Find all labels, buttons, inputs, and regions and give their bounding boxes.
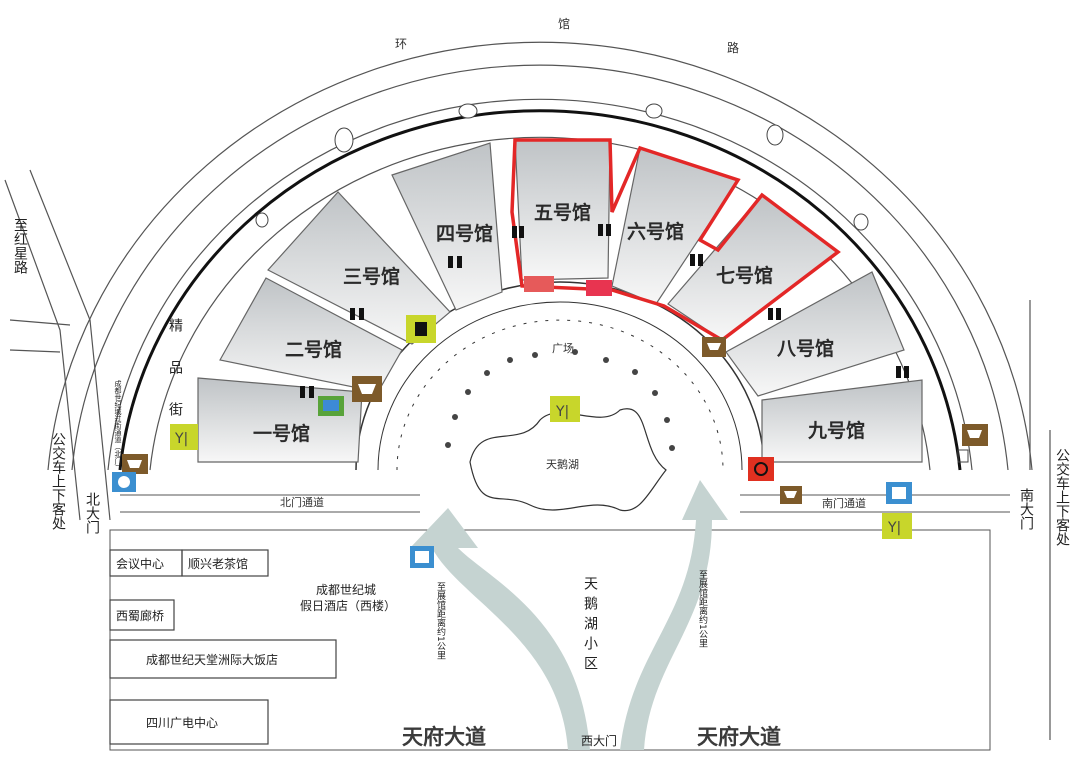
arrow-left-text: 至展馆距离约1公里 — [435, 582, 446, 660]
restroom-icon[interactable] — [448, 256, 462, 268]
restroom-icons — [300, 224, 909, 398]
svg-text:Y|: Y| — [555, 404, 569, 420]
restroom-icon[interactable] — [598, 224, 611, 236]
hall-2-label: 二号馆 — [285, 338, 342, 361]
square-label: 广场 — [552, 341, 574, 355]
hall-7-label: 七号馆 — [716, 264, 773, 287]
restroom-icon[interactable] — [768, 308, 781, 320]
highlight-entrance-1 — [524, 276, 554, 292]
restroom-icon[interactable] — [690, 254, 703, 266]
west-gate-label: 西大门 — [581, 733, 617, 748]
restaurant-icon[interactable]: Y| — [170, 424, 198, 450]
svg-text:Y|: Y| — [174, 431, 188, 447]
hall-9-shape[interactable] — [761, 379, 923, 463]
ring-features — [255, 103, 869, 231]
halls — [197, 139, 923, 463]
hall-6-label: 六号馆 — [627, 220, 684, 243]
teahouse-label: 顺兴老茶馆 — [188, 556, 248, 571]
bus-stop-right-label: 公交车上下客处 — [1054, 448, 1070, 546]
restroom-icon[interactable] — [350, 308, 364, 320]
ring-road-char-3: 路 — [727, 40, 739, 55]
hall-5-label: 五号馆 — [534, 201, 591, 224]
hall-9-label: 九号馆 — [807, 419, 865, 442]
arrow-left — [410, 508, 590, 750]
shopping-cart-icon[interactable] — [702, 337, 726, 357]
holiday-inn-label-1: 成都世纪城 — [316, 583, 376, 597]
customer-service-icon[interactable] — [748, 457, 774, 481]
hall-8-label: 八号馆 — [777, 337, 834, 360]
service-desk-icon[interactable] — [406, 315, 436, 343]
highlight-entrance-2 — [586, 280, 612, 296]
info-icon[interactable] — [112, 472, 136, 492]
ring-road-char-2: 环 — [395, 37, 407, 51]
underpass-note: 成都世纪城过街通道（北门） — [114, 379, 122, 471]
hall-4-shape[interactable] — [391, 142, 503, 311]
info-icon[interactable] — [318, 396, 344, 416]
bus-stop-left-label: 公交车上下客处 — [50, 432, 66, 530]
arrow-right — [620, 480, 728, 750]
restroom-icon[interactable] — [300, 386, 314, 398]
north-gate-label: 北大门 — [84, 492, 100, 535]
tianfu-avenue-right: 天府大道 — [697, 725, 781, 749]
lake-label: 天鹅湖 — [546, 457, 579, 471]
intercontinental-label: 成都世纪天堂洲际大饭店 — [146, 653, 278, 667]
lake-outline — [469, 408, 667, 512]
ring-road-char-1: 馆 — [558, 16, 570, 31]
broadcast-center-label: 四川广电中心 — [146, 715, 218, 730]
hall-3-label: 三号馆 — [343, 265, 400, 288]
restaurant-icon[interactable]: Y| — [550, 396, 580, 422]
holiday-inn-label-2: 假日酒店（西楼） — [300, 598, 396, 613]
hall-8-shape[interactable] — [725, 271, 905, 397]
shopping-cart-icon[interactable] — [352, 376, 382, 402]
shopping-cart-icon[interactable] — [780, 486, 802, 504]
shopping-cart-icon[interactable] — [962, 424, 988, 446]
ring-roads — [47, 41, 1033, 471]
atm-icon[interactable] — [410, 546, 434, 568]
restroom-icon[interactable] — [512, 226, 524, 238]
restroom-icon[interactable] — [896, 366, 909, 378]
conference-center-label: 会议中心 — [116, 556, 164, 571]
atm-icon[interactable] — [886, 482, 912, 504]
hall-1-shape[interactable] — [197, 377, 363, 463]
to-hongxing-label: 至红星路 — [12, 218, 28, 274]
right-side-road — [1029, 300, 1051, 740]
north-passage-label: 北门通道 — [280, 495, 324, 509]
hall-1-label: 一号馆 — [253, 422, 310, 445]
south-gate-label: 南大门 — [1018, 488, 1034, 531]
arrow-right-text: 至展馆距离约1公里 — [697, 570, 708, 648]
jingpin-street-label: 精品街 — [167, 318, 183, 444]
restaurant-icon[interactable]: Y| — [882, 513, 912, 539]
stars — [445, 349, 675, 451]
south-passage-label: 南门通道 — [822, 496, 866, 510]
hall-4-label: 四号馆 — [436, 222, 493, 245]
hongxing-road — [4, 169, 111, 521]
hall-2-shape[interactable] — [219, 277, 403, 393]
tianehu-district-label: 天鹅湖小区 — [582, 576, 598, 676]
tianfu-avenue-left: 天府大道 — [402, 725, 486, 749]
restroom-icon[interactable] — [957, 449, 969, 463]
svg-text:Y|: Y| — [887, 520, 901, 536]
shopping-cart-icon[interactable] — [122, 454, 148, 474]
xishu-bridge-label: 西蜀廊桥 — [116, 608, 164, 623]
